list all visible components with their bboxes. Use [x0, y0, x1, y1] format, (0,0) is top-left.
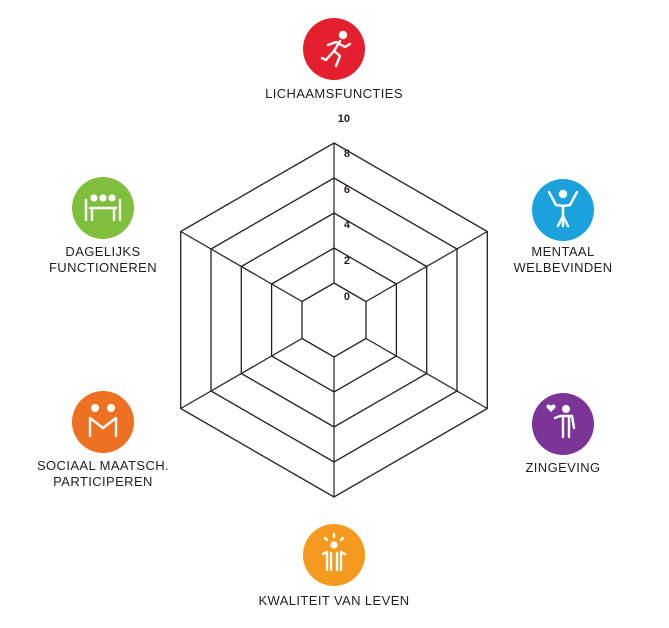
- sociaal-badge: [72, 391, 134, 453]
- dimension-sociaal-maatsch-participeren: SOCIAAL MAATSCH. PARTICIPEREN: [37, 391, 169, 489]
- scale-tick-8: 8: [344, 148, 350, 160]
- dimension-zingeving: ZINGEVING: [525, 393, 600, 475]
- scale-tick-10: 10: [338, 113, 350, 125]
- mentaal-label-line-1: MENTAAL: [531, 244, 594, 259]
- lichaamsfuncties-label-line-1: LICHAAMSFUNCTIES: [265, 86, 403, 101]
- dimension-lichaamsfuncties: LICHAAMSFUNCTIES: [265, 18, 403, 101]
- mentaal-label-line-2: WELBEVINDEN: [513, 260, 612, 275]
- zingeving-label-line-1: ZINGEVING: [525, 460, 600, 475]
- dagelijks-label-line-1: DAGELIJKS: [65, 244, 140, 259]
- radar-spoke-3: [365, 337, 488, 410]
- radar-spoke-5: [180, 337, 303, 410]
- dagelijks-label-line-2: FUNCTIONEREN: [49, 260, 157, 275]
- kwaliteit-badge: [303, 524, 365, 586]
- scale-tick-4: 4: [344, 219, 351, 231]
- running-person-icon: [320, 30, 352, 68]
- scale-tick-2: 2: [344, 255, 350, 267]
- kwaliteit-label-line-1: KWALITEIT VAN LEVEN: [258, 593, 409, 608]
- scale-ticks: 0 2 4 6 8 10: [338, 113, 351, 303]
- sociaal-label-line-2: PARTICIPEREN: [53, 474, 153, 489]
- sociaal-label-line-1: SOCIAAL MAATSCH.: [37, 458, 169, 473]
- scale-tick-6: 6: [344, 184, 350, 196]
- dimension-mentaal-welbevinden: MENTAAL WELBEVINDEN: [513, 179, 612, 275]
- radar-ring-1: [301, 282, 367, 358]
- radar-spoke-6: [180, 230, 303, 303]
- dimension-kwaliteit-van-leven: KWALITEIT VAN LEVEN: [258, 524, 409, 608]
- scale-tick-0: 0: [344, 291, 350, 303]
- dimension-dagelijks-functioneren: DAGELIJKS FUNCTIONEREN: [49, 177, 157, 275]
- radiant-people-icon: [321, 532, 347, 572]
- person-heart-icon: [546, 404, 576, 439]
- people-at-table-icon: [84, 194, 122, 222]
- radar-spokes: [180, 143, 488, 497]
- person-arms-raised-icon: [547, 189, 579, 228]
- radar-spoke-2: [365, 230, 488, 303]
- two-people-icon: [88, 404, 118, 438]
